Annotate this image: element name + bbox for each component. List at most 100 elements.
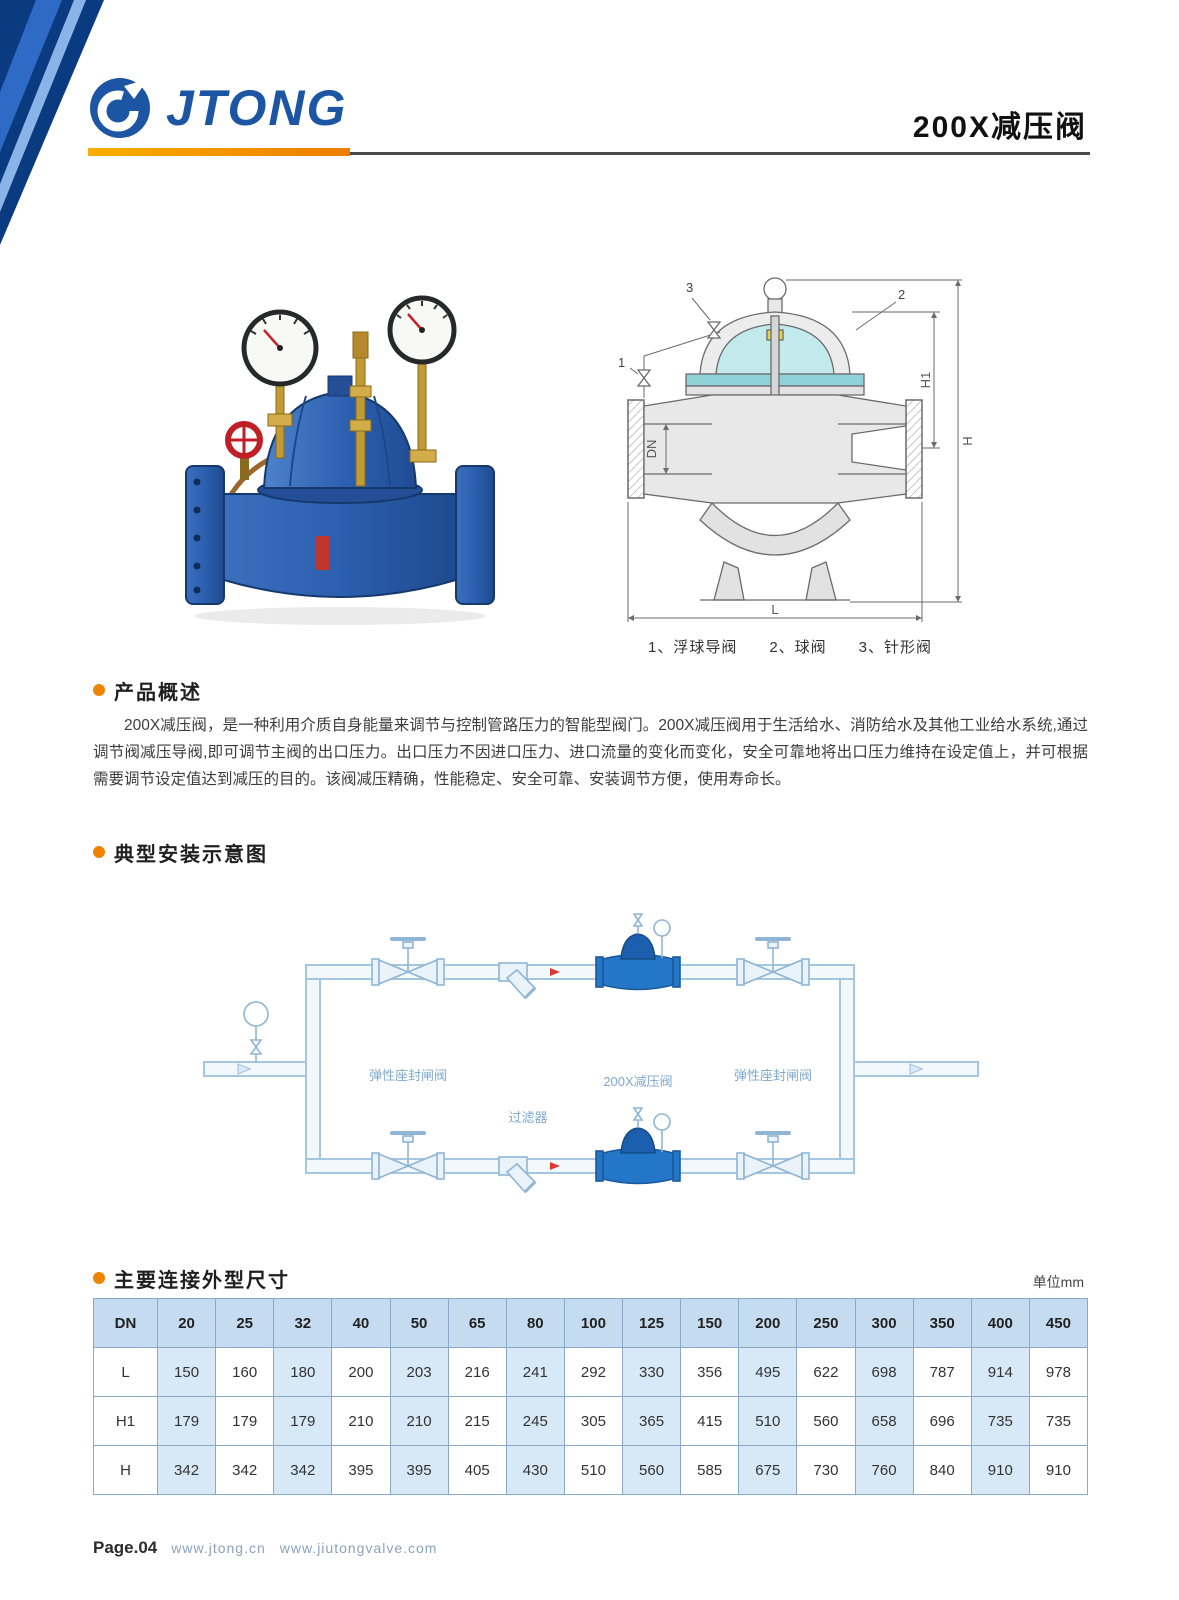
- label-reducing-valve: 200X减压阀: [603, 1074, 672, 1089]
- valve-photo-graphic: [185, 295, 495, 625]
- dimension-value: 330: [621, 1347, 682, 1397]
- dim-h-label: H: [960, 436, 975, 445]
- dimension-value: 510: [738, 1396, 798, 1446]
- dimension-value: 356: [680, 1347, 740, 1397]
- col-header: 20: [156, 1298, 217, 1348]
- col-header: 150: [680, 1298, 740, 1348]
- flow-direction-arrows: [550, 968, 560, 1170]
- inlet-flange: [185, 465, 225, 605]
- body-outline: [643, 394, 907, 504]
- dimension-value: 179: [273, 1396, 333, 1446]
- inlet-pressure-gauge: [241, 309, 319, 459]
- outlet-flange: [455, 465, 495, 605]
- dimension-value: 787: [912, 1347, 972, 1397]
- installation-diagram: 弹性座封闸阀 200X减压阀 弹性座封闸阀 过滤器: [198, 884, 988, 1259]
- dimension-value: 203: [389, 1347, 449, 1397]
- dimension-value: 150: [156, 1347, 217, 1397]
- row-label: H: [93, 1445, 158, 1495]
- valve-body: [223, 493, 457, 598]
- dimension-value: 180: [273, 1347, 333, 1397]
- dimension-value: 342: [273, 1445, 333, 1495]
- section-title-installation: 典型安装示意图: [114, 844, 268, 866]
- corner-decoration-graphic: [0, 0, 104, 245]
- dimension-value: 910: [1028, 1445, 1089, 1495]
- brand-logo: JTONG: [88, 76, 347, 140]
- cross-section-graphic: 3 2 1 H1: [618, 277, 975, 622]
- col-header: 32: [273, 1298, 333, 1348]
- section-title-dimensions: 主要连接外型尺寸: [114, 1270, 290, 1292]
- dimension-value: 395: [389, 1445, 449, 1495]
- lifting-eye: [763, 277, 787, 301]
- col-header: 65: [447, 1298, 507, 1348]
- dimension-value: 560: [796, 1396, 856, 1446]
- dimension-value: 696: [912, 1396, 972, 1446]
- dimension-value: 760: [854, 1445, 914, 1495]
- header-rule: [350, 152, 1090, 155]
- dimension-value: 730: [796, 1445, 856, 1495]
- dimension-value: 200: [331, 1347, 391, 1397]
- dimension-value: 160: [215, 1347, 275, 1397]
- dimension-value: 658: [854, 1396, 914, 1446]
- label-right-gate-valve: 弹性座封闸阀: [734, 1068, 812, 1083]
- pipe-network: [203, 964, 979, 1174]
- dimension-value: 215: [447, 1396, 507, 1446]
- dimension-value: 510: [563, 1445, 624, 1495]
- dimension-lines: [627, 279, 962, 622]
- website-link-jiutongvalve[interactable]: www.jiutongvalve.com: [279, 1540, 438, 1556]
- section-bullet: [93, 1272, 105, 1284]
- dim-l-label: L: [771, 602, 778, 617]
- website-link-jtong[interactable]: www.jtong.cn: [171, 1540, 266, 1556]
- col-header: 350: [912, 1298, 972, 1348]
- dimension-value: 210: [389, 1396, 449, 1446]
- figure-caption: 1、浮球导阀 2、球阀 3、针形阀: [647, 639, 933, 656]
- col-header: 250: [796, 1298, 856, 1348]
- dimension-value: 910: [970, 1445, 1030, 1495]
- flow-arrows: [237, 1063, 923, 1075]
- dimension-value: 216: [447, 1347, 507, 1397]
- section-title-overview: 产品概述: [114, 682, 202, 704]
- col-header: 100: [563, 1298, 624, 1348]
- dimension-value: 241: [505, 1347, 565, 1397]
- valve-cross-section-diagram: 3 2 1 H1: [600, 272, 980, 637]
- brand-accent-bar: [88, 148, 350, 156]
- valve-bonnet: [262, 390, 418, 489]
- overview-paragraph: 200X减压阀，是一种利用介质自身能量来调节与控制管路压力的智能型阀门。200X…: [93, 717, 1088, 788]
- page-title: 200X减压阀: [912, 111, 1087, 144]
- dim-h1-label: H1: [918, 372, 933, 389]
- dimension-value: 395: [331, 1445, 391, 1495]
- dimension-value: 675: [738, 1445, 798, 1495]
- pressure-gauge-icon: [243, 1001, 269, 1063]
- dimension-value: 495: [738, 1347, 798, 1397]
- page-footer: Page.04 www.jtong.cn www.jiutongvalve.co…: [93, 1538, 437, 1558]
- section-bullet: [93, 684, 105, 696]
- dimension-value: 978: [1028, 1347, 1089, 1397]
- col-header: 50: [389, 1298, 449, 1348]
- reducing-valve-icon: [595, 913, 681, 991]
- dimension-value: 560: [621, 1445, 682, 1495]
- dimension-value: 179: [215, 1396, 275, 1446]
- dimension-value: 914: [970, 1347, 1030, 1397]
- dimension-value: 292: [563, 1347, 624, 1397]
- col-header: 25: [215, 1298, 275, 1348]
- col-header-dn: DN: [93, 1298, 158, 1348]
- dimension-value: 342: [156, 1445, 217, 1495]
- reducing-valve-icon: [595, 1107, 681, 1185]
- outlet-pressure-gauge: [387, 295, 457, 463]
- dimension-value: 405: [447, 1445, 507, 1495]
- dimension-value: 365: [621, 1396, 682, 1446]
- dimension-value: 735: [1028, 1396, 1089, 1446]
- col-header: 200: [738, 1298, 798, 1348]
- dimension-value: 585: [680, 1445, 740, 1495]
- page-number: Page.04: [93, 1538, 158, 1557]
- brand-name: JTONG: [166, 80, 348, 136]
- dimension-arrows: [628, 280, 961, 621]
- dimension-value: 245: [505, 1396, 565, 1446]
- label-left-gate-valve: 弹性座封闸阀: [369, 1068, 447, 1083]
- brand-logo-icon: [90, 78, 150, 138]
- dimension-value: 415: [680, 1396, 740, 1446]
